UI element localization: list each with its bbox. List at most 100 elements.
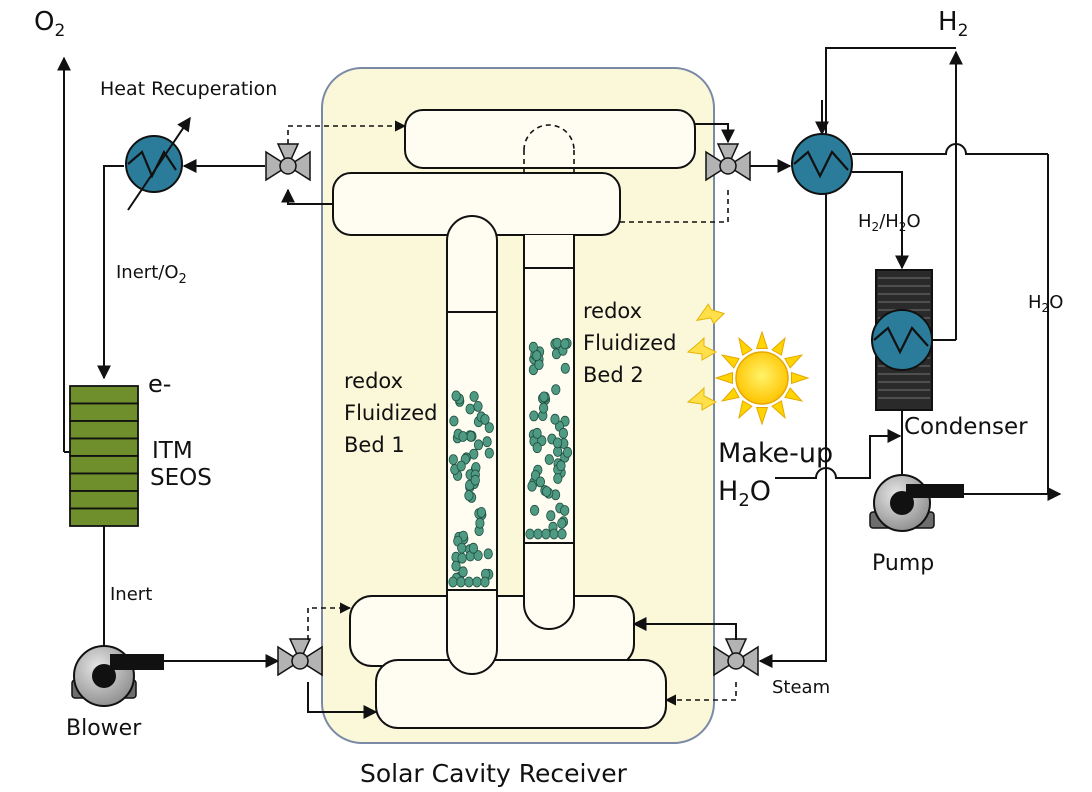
solar-cavity-receiver-box: [321, 67, 715, 744]
steam-label: Steam: [772, 677, 830, 698]
particle: [557, 528, 567, 540]
particle: [546, 510, 556, 522]
particle: [473, 400, 483, 412]
particle: [484, 422, 494, 434]
particle: [560, 338, 570, 350]
particle: [451, 560, 461, 572]
particle: [456, 576, 466, 588]
particle: [484, 447, 494, 459]
sun-ray: [738, 336, 753, 356]
particle: [560, 362, 570, 374]
sun-ray: [738, 400, 753, 420]
particle: [475, 517, 485, 529]
particle: [550, 413, 560, 425]
makeup-label-line2: H2O: [718, 476, 771, 511]
particle: [448, 576, 458, 588]
particle: [483, 548, 493, 560]
itm-cell: [69, 507, 139, 527]
particle: [457, 542, 467, 554]
itm-cell: [69, 420, 139, 440]
bed-1-label-line2: Fluidized: [344, 401, 438, 425]
blower-icon: [71, 645, 164, 707]
valve-upper-left[interactable]: [265, 143, 311, 182]
bed-2-label-line2: Fluidized: [583, 331, 677, 355]
blower-label: Blower: [66, 716, 142, 741]
particle: [458, 431, 468, 442]
particle: [562, 446, 573, 458]
particle: [468, 542, 478, 554]
particle: [532, 350, 542, 362]
sun-icon: [714, 330, 810, 426]
particle: [557, 517, 567, 529]
inert-label: Inert: [110, 584, 152, 605]
valve-upper-right[interactable]: [705, 143, 751, 182]
particle: [482, 436, 492, 448]
sun-ray: [784, 354, 804, 369]
electron-label: e-: [148, 370, 171, 398]
particle: [448, 454, 458, 466]
bed-1-label-line3: Bed 1: [344, 433, 405, 457]
sun-ray: [771, 336, 786, 356]
seos-label: SEOS: [150, 465, 212, 491]
particle: [532, 427, 542, 439]
particle: [558, 427, 569, 439]
particle: [551, 384, 561, 396]
solar-cavity-receiver-label: Solar Cavity Receiver: [360, 759, 628, 788]
itm-cell: [69, 455, 139, 475]
particle: [472, 576, 482, 588]
sun-ray: [771, 400, 786, 420]
particle: [542, 486, 552, 497]
itm-cell: [69, 472, 139, 492]
particle: [465, 403, 475, 415]
makeup-label-line1: Make-up: [718, 438, 833, 469]
particle: [552, 437, 563, 449]
bed-2-label-line1: redox: [583, 299, 642, 323]
o2-outlet-label: O2: [34, 7, 65, 41]
particle: [556, 460, 566, 472]
particle: [527, 480, 537, 492]
condenser-heat-exchanger: [871, 309, 933, 371]
particle: [470, 474, 480, 486]
itm-cell: [69, 385, 139, 405]
particle: [466, 430, 476, 442]
bed-2-label-line3: Bed 2: [583, 363, 644, 387]
particle: [560, 505, 570, 516]
particle: [549, 528, 559, 540]
particle: [553, 473, 563, 484]
sun-ray: [755, 407, 769, 426]
particle: [538, 402, 549, 414]
particle: [476, 507, 486, 518]
sun-ray: [720, 387, 740, 402]
particle: [473, 550, 483, 561]
particle: [533, 528, 543, 540]
itm-cell: [69, 437, 139, 457]
particle: [458, 566, 468, 578]
sun-ray-arrows: [686, 303, 726, 411]
valve-lower-left[interactable]: [277, 638, 323, 677]
lower-right-header: [375, 659, 667, 729]
particle: [532, 442, 542, 454]
sun-ray: [714, 371, 733, 385]
sun-ray: [784, 387, 804, 402]
particle: [480, 413, 490, 425]
valve-lower-right[interactable]: [713, 638, 759, 677]
particle: [473, 439, 484, 451]
particle: [552, 337, 562, 349]
particle: [525, 528, 535, 540]
particle: [480, 576, 490, 588]
itm-cell: [69, 402, 139, 422]
sun-ray: [720, 354, 740, 369]
itm-label: ITM: [152, 438, 193, 464]
inert-o2-label: Inert/O2: [116, 262, 187, 287]
particle: [464, 576, 474, 588]
itm-cell: [69, 490, 139, 510]
bed-1-label-line1: redox: [344, 369, 403, 393]
particle: [457, 552, 467, 564]
particle: [469, 391, 479, 402]
particle: [539, 391, 549, 403]
particle: [529, 504, 540, 516]
sun-ray: [791, 371, 810, 385]
heat-recuperation-label: Heat Recuperation: [100, 78, 277, 100]
particle: [464, 490, 474, 501]
